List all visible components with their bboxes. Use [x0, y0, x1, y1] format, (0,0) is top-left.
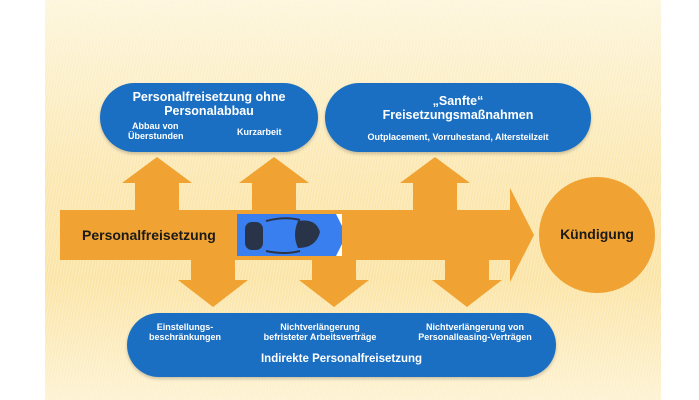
- group-sanfte: [325, 83, 591, 152]
- up-arrow-3: [400, 157, 470, 211]
- indirekte-title: Indirekte Personalfreisetzung: [260, 353, 423, 365]
- group-ohne-personalabbau: [100, 83, 318, 152]
- down-arrow-1: [178, 259, 248, 307]
- item-befristet-2: befristeter Arbeitsverträge: [263, 331, 377, 342]
- item-abbau-2: Überstunden: [128, 130, 184, 141]
- car-top-view-icon: [237, 214, 342, 256]
- item-kurzarbeit: Kurzarbeit: [237, 127, 282, 137]
- sanfte-items: Outplacement, Vorruhestand, Altersteilze…: [367, 132, 549, 142]
- top-right-title-1: „Sanfte“: [432, 94, 484, 108]
- top-left-title-2: Personalabbau: [164, 103, 254, 118]
- down-arrow-3: [432, 259, 502, 307]
- group-indirekte: [127, 313, 556, 377]
- main-arrow-label: Personalfreisetzung: [82, 227, 216, 243]
- item-leasing-1: Nichtverlängerung von: [425, 322, 524, 332]
- top-left-title-1: Personalfreisetzung ohne: [132, 90, 286, 104]
- item-abbau-1: Abbau von: [132, 121, 179, 131]
- item-befristet-1: Nichtverlängerung: [280, 322, 360, 332]
- item-einstellung-2: beschränkungen: [148, 331, 222, 342]
- item-leasing-2: Personalleasing-Verträgen: [418, 331, 532, 342]
- end-circle-label: Kündigung: [560, 226, 634, 242]
- item-einstellung-1: Einstellungs-: [156, 322, 214, 332]
- up-arrow-2: [239, 157, 309, 211]
- down-arrow-2: [299, 259, 369, 307]
- top-right-title-2: Freisetzungsmaßnahmen: [382, 107, 534, 122]
- up-arrow-1: [122, 157, 192, 211]
- end-circle: [539, 177, 655, 293]
